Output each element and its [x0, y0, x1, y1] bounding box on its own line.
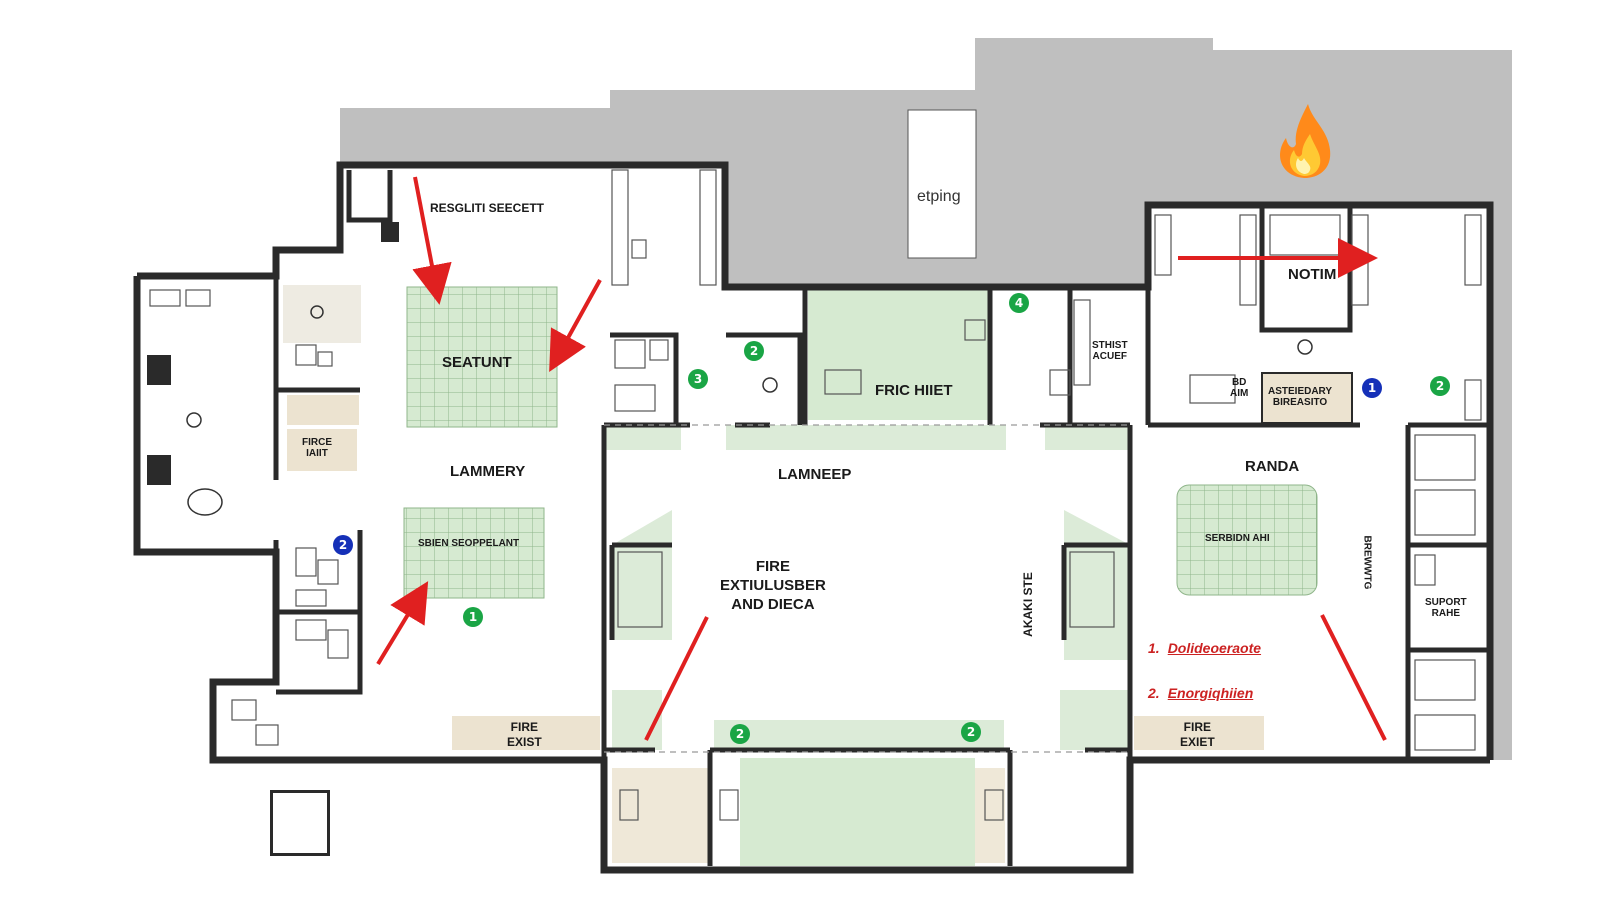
legend-item-1-text: Dolideoeraote: [1167, 640, 1262, 656]
room-label-randa: RANDA: [1245, 458, 1300, 475]
marker-blue: 2: [333, 535, 353, 555]
badge-bg-south-right: [975, 768, 1005, 863]
badge-bg-fire-exist: [452, 716, 600, 750]
badge-asteridary: ASTEIEDARY BIREASITO: [1268, 386, 1333, 408]
safe-zone-corridor-top: [606, 425, 681, 450]
badge-bg-left-room: [287, 395, 359, 425]
safe-zone-corridor-top3: [1045, 425, 1130, 450]
wall-stubs: [147, 222, 399, 485]
room-label-brewwtg: BREWWTG: [1361, 535, 1373, 590]
evacuation-lines: [644, 614, 1387, 741]
grid-block-seatunt: [406, 286, 558, 428]
grid-block-serbidn: [1176, 484, 1318, 596]
safe-zone-right-lower: [1060, 690, 1130, 750]
room-label-bd-aim: BD AIM: [1230, 377, 1249, 399]
badge-bg-asteridary: [1261, 372, 1353, 424]
marker-green: 2: [961, 722, 981, 742]
inner-walls: [273, 170, 1490, 866]
safe-zone-fric: [808, 290, 988, 420]
legend-item-2-num: 2.: [1148, 685, 1160, 701]
legend-item-2: 2. Enorgiqhiien: [1148, 685, 1253, 701]
furniture-outlines: [149, 169, 1482, 821]
room-label-serbidn: SERBIDN AHI: [1205, 533, 1270, 544]
smoke-detector-icons: [186, 305, 1313, 516]
room-label-seatunt: SEATUNT: [442, 354, 512, 371]
marker-green: 2: [1430, 376, 1450, 396]
marker-green: 2: [744, 341, 764, 361]
safe-zone-bottom: [714, 720, 1004, 750]
marker-green: 2: [730, 724, 750, 744]
room-label-lammery: LAMMERY: [450, 463, 526, 480]
room-label-support: SUPORT RAHE: [1425, 597, 1467, 619]
etping-box: [907, 109, 977, 259]
room-label-fire-extinguisher: FIRE EXTIULUSBER AND DIECA: [720, 558, 826, 613]
safe-zone-corridor-top2: [726, 425, 1006, 450]
room-label-lamneep: LAMNEEP: [778, 466, 852, 483]
grid-block-sbien: [403, 507, 545, 599]
flame-icon: [1280, 104, 1331, 178]
room-label-akaki-ste: AKAKI STE: [1020, 572, 1035, 637]
evacuation-arrows: [376, 176, 1378, 666]
marker-green: 3: [688, 369, 708, 389]
badge-bg-fire-hiit: [287, 429, 357, 471]
fire-icon-box: [270, 790, 330, 856]
badge-bg-south-left: [612, 768, 712, 863]
marker-green: 1: [463, 607, 483, 627]
safe-zone-left-lower: [612, 690, 662, 750]
safe-zone-south: [740, 758, 975, 866]
room-label-resgliti: RESGLITI SEECETT: [430, 201, 545, 215]
badge-fire-exiet: FIRE EXIET: [1180, 720, 1215, 749]
room-label-fric-hiiet: FRIC HIIET: [875, 382, 953, 399]
legend-item-1-num: 1.: [1148, 640, 1160, 656]
room-label-etping: etping: [917, 188, 961, 205]
marker-blue: 1: [1362, 378, 1382, 398]
legend-item-1: 1. Dolideoeraote: [1148, 640, 1261, 656]
room-label-sbien: SBIEN SEOPPELANT: [418, 538, 520, 549]
marker-green: 4: [1009, 293, 1029, 313]
badge-fire-hiit: FIRCE IAIIT: [302, 437, 332, 459]
room-label-sthist: STHIST ACUEF: [1092, 340, 1128, 362]
room-label-notim: NOTIM: [1288, 266, 1337, 283]
badge-fire-exist: FIRE EXIST: [507, 720, 542, 749]
legend-item-2-text: Enorgiqhiien: [1167, 685, 1254, 701]
badge-bg-fire-exiet: [1134, 716, 1264, 750]
